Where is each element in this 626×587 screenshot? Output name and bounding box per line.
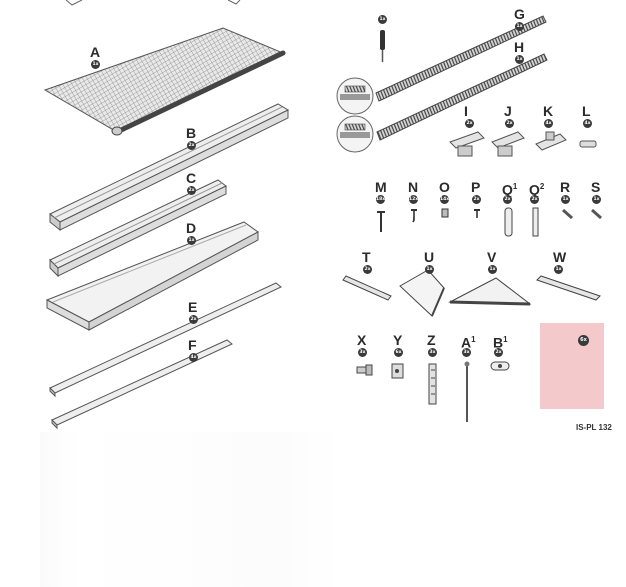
part-qty-badge-k: 4x <box>544 119 553 128</box>
part-u-gable <box>399 269 445 317</box>
part-i-bracket <box>449 131 485 157</box>
part-qty-badge-s: 1x <box>592 195 601 204</box>
part-qty-badge-m: 18x <box>376 195 386 204</box>
part-m-screw <box>377 211 385 232</box>
screwdriver-icon <box>380 30 385 62</box>
top-remnant <box>65 0 241 6</box>
part-q2-pin <box>532 207 539 237</box>
part-qty-badge-n: 12x <box>409 195 419 204</box>
part-z-strip <box>428 363 437 405</box>
part-qty-badge-i: 2x <box>465 119 474 128</box>
part-qty-badge-o: 14x <box>440 195 450 204</box>
part-c-rail <box>49 179 227 278</box>
part-qty-badge-a1: 3x <box>462 348 471 357</box>
part-f-bar <box>51 339 233 430</box>
part-label-a: A <box>90 44 101 60</box>
part-a1-rod <box>464 361 470 422</box>
blank-scan-area <box>40 432 340 587</box>
part-qty-badge-j: 2x <box>505 119 514 128</box>
part-p-screw <box>474 209 480 218</box>
part-qty-badge-y: 6x <box>394 348 403 357</box>
part-h-brush <box>376 53 548 141</box>
part-label-e: E <box>188 299 198 315</box>
part-qty-badge-e: 2x <box>189 315 198 324</box>
part-v-gable <box>448 277 532 306</box>
part-label-x: X <box>357 332 367 348</box>
part-qty-badge-a: 1x <box>91 60 100 69</box>
part-label-c: C <box>186 170 197 186</box>
part-label-y: Y <box>393 332 403 348</box>
part-label-l: L <box>582 103 591 119</box>
part-qty-badge-z: 3x <box>428 348 437 357</box>
part-label-z: Z <box>427 332 436 348</box>
part-qty-badge-d: 1x <box>187 236 196 245</box>
part-b1-washer <box>490 361 510 371</box>
part-s-pin <box>591 208 602 220</box>
part-label-b1: B1 <box>493 334 508 351</box>
part-label-t: T <box>362 249 371 265</box>
part-o-nut <box>441 208 449 218</box>
part-qty-badge-x: 3x <box>358 348 367 357</box>
part-g-brush <box>375 15 547 102</box>
part-qty-badge-g: 1x <box>515 22 524 31</box>
part-l-clip <box>579 140 597 148</box>
part-qty-badge-u: 1x <box>425 265 434 274</box>
part-label-d: D <box>186 220 197 236</box>
part-d-panel <box>45 221 259 331</box>
part-qty-badge-b1: 2x <box>494 348 503 357</box>
part-qty-badge-q1: 2x <box>503 195 512 204</box>
part-b-rail <box>49 103 290 232</box>
part-q1-pin <box>504 207 513 237</box>
brush-detail-circles <box>336 77 374 153</box>
part-k-bracket <box>535 131 567 151</box>
part-label-b: B <box>186 125 197 141</box>
part-label-p: P <box>471 179 481 195</box>
part-qty-badge-p: 2x <box>472 195 481 204</box>
part-qty-badge-f: 4x <box>189 353 198 362</box>
part-label-a1: A1 <box>461 334 476 351</box>
document-code: IS-PL 132 <box>576 423 612 432</box>
part-label-w: W <box>553 249 567 265</box>
part-qty-badge-c: 2x <box>187 186 196 195</box>
spare-parts-qty: 6x <box>578 335 589 346</box>
part-qty-badge-q2: 2x <box>530 195 539 204</box>
part-label-s: S <box>591 179 601 195</box>
part-label-u: U <box>424 249 435 265</box>
spare-parts-box <box>540 323 604 409</box>
part-label-g: G <box>514 6 525 22</box>
tool-qty-badge: 1x <box>378 15 387 24</box>
part-label-i: I <box>464 103 468 119</box>
part-n-screw <box>411 209 417 223</box>
part-qty-badge-r: 1x <box>561 195 570 204</box>
part-r-pin <box>562 208 573 220</box>
part-qty-badge-w: 1x <box>554 265 563 274</box>
part-qty-badge-h: 1x <box>515 55 524 64</box>
part-qty-badge-v: 1x <box>488 265 497 274</box>
part-label-q2: Q2 <box>529 181 545 198</box>
part-t-bar <box>342 275 392 301</box>
part-label-j: J <box>504 103 512 119</box>
part-y-plate <box>391 363 404 379</box>
part-j-bracket <box>491 131 525 157</box>
part-label-r: R <box>560 179 571 195</box>
part-w-bar <box>536 275 601 301</box>
part-label-h: H <box>514 39 525 55</box>
part-label-k: K <box>543 103 554 119</box>
part-x-fitting <box>356 364 373 376</box>
part-label-m: M <box>375 179 387 195</box>
part-label-q1: Q1 <box>502 181 518 198</box>
part-e-bar <box>49 282 282 398</box>
part-label-o: O <box>439 179 450 195</box>
part-qty-badge-b: 2x <box>187 141 196 150</box>
part-label-f: F <box>188 337 197 353</box>
part-qty-badge-l: 4x <box>583 119 592 128</box>
part-a-mesh <box>43 27 286 136</box>
part-qty-badge-t: 2x <box>363 265 372 274</box>
part-label-v: V <box>487 249 497 265</box>
part-label-n: N <box>408 179 419 195</box>
